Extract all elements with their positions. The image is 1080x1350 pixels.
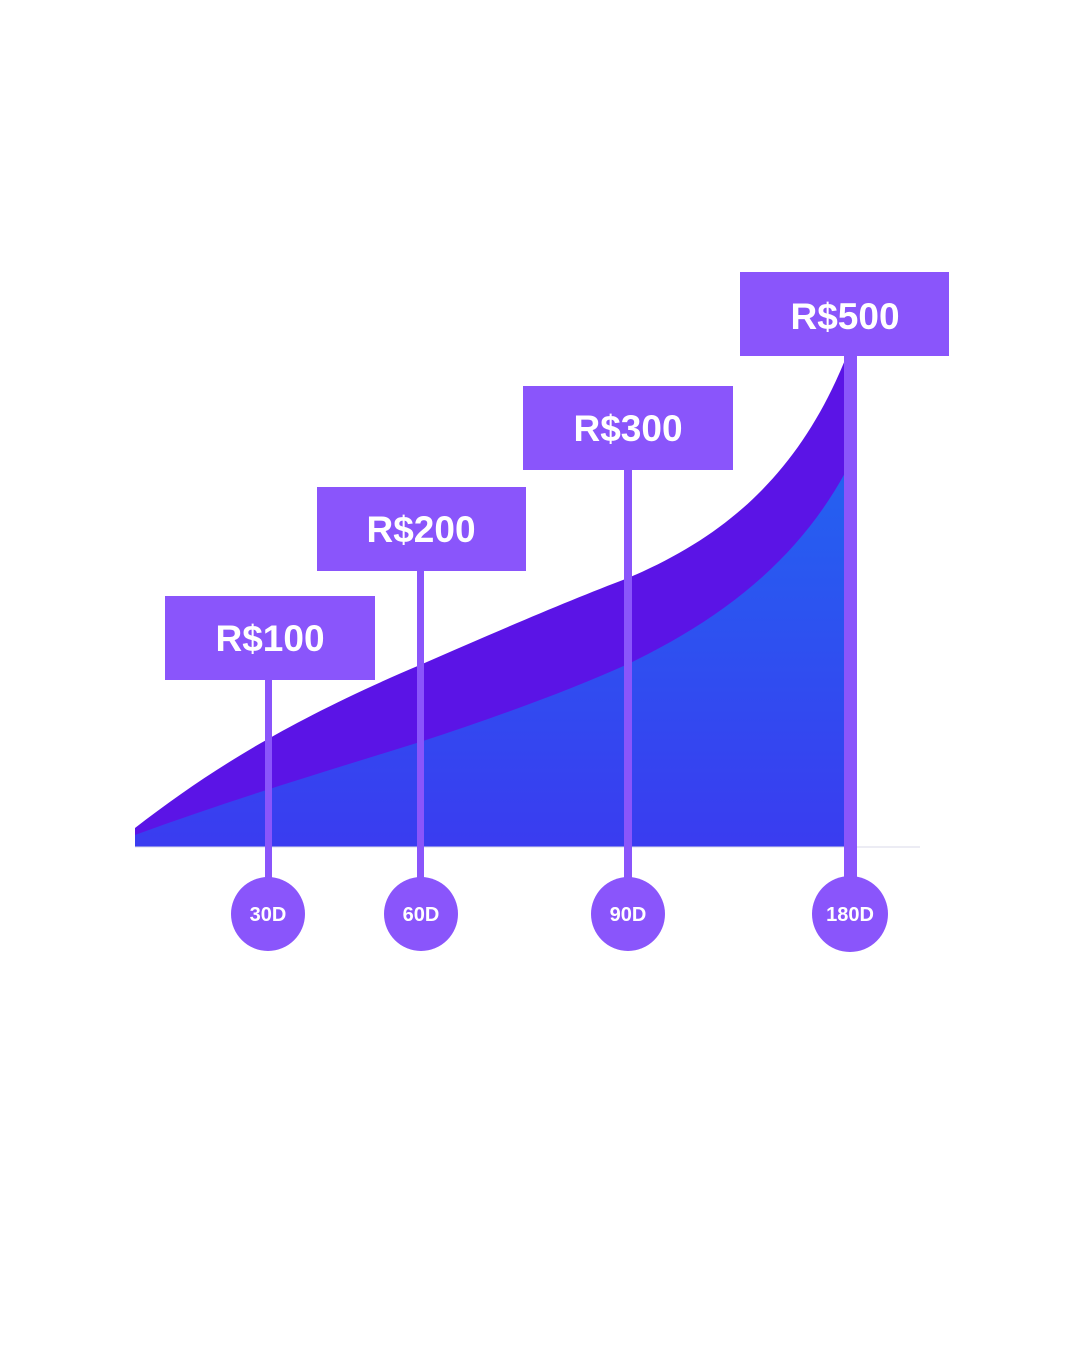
marker-stem (844, 356, 857, 880)
marker-stem (624, 470, 632, 880)
marker-layer: R$100 30D R$200 60D R$300 90D R$500 180D (165, 272, 949, 952)
value-box (523, 386, 733, 470)
marker-stem (417, 571, 424, 880)
value-label: R$100 (215, 618, 324, 659)
value-box (317, 487, 526, 571)
marker-180d: R$500 180D (740, 272, 949, 952)
marker-stem (265, 680, 272, 880)
marker-30d: R$100 30D (165, 596, 375, 951)
tick-circle (591, 877, 665, 951)
marker-90d: R$300 90D (523, 386, 733, 951)
value-box (740, 272, 949, 356)
inner-area-band (135, 473, 845, 847)
tick-circle (812, 876, 888, 952)
marker-60d: R$200 60D (317, 487, 526, 951)
value-label: R$500 (790, 296, 899, 337)
value-label: R$300 (573, 408, 682, 449)
tick-circle (231, 877, 305, 951)
tick-circle (384, 877, 458, 951)
tick-label: 30D (250, 904, 287, 926)
value-label: R$200 (366, 509, 475, 550)
tick-label: 60D (403, 904, 440, 926)
value-box (165, 596, 375, 680)
tick-label: 180D (826, 904, 874, 926)
tick-label: 90D (610, 904, 647, 926)
